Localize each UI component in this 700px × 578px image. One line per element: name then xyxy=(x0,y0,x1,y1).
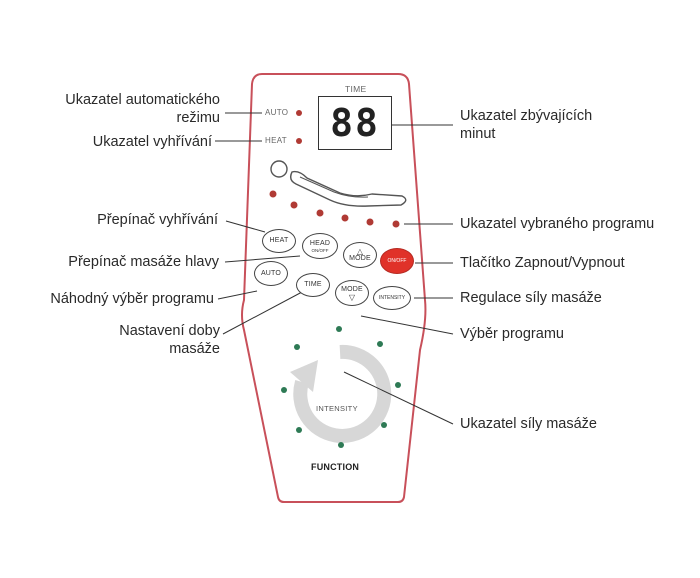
mode-down-button[interactable]: MODE ▽ xyxy=(335,280,369,306)
onoff-button-desc-label: Tlačítko Zapnout/Vypnout xyxy=(460,255,625,271)
mode-up-button[interactable]: △ MODE xyxy=(343,242,377,268)
auto-indicator-dot xyxy=(296,110,302,116)
massage-time-line1: Nastavení doby xyxy=(119,323,220,339)
mode-up-button-label: MODE xyxy=(349,254,371,262)
time-label: TIME xyxy=(345,84,367,94)
program-indicator-dots xyxy=(269,190,400,228)
head-button-label: HEAD xyxy=(309,239,331,247)
intensity-indicator-label: Ukazatel síly masáže xyxy=(460,416,597,432)
heat-indicator-label: HEAT xyxy=(265,136,287,145)
auto-mode-indicator-label: Ukazatel automatického režimu xyxy=(65,91,220,127)
intensity-label: INTENSITY xyxy=(316,404,358,413)
massage-time-label: Nastavení doby masáže xyxy=(119,322,220,358)
intensity-regulation-label: Regulace síly masáže xyxy=(460,290,602,306)
heat-indicator-dot xyxy=(296,138,302,144)
heat-button-label: HEAT xyxy=(269,237,289,244)
time-display: 88 xyxy=(318,96,392,150)
auto-button[interactable]: AUTO xyxy=(254,261,288,286)
auto-mode-indicator-line1: Ukazatel automatického xyxy=(65,92,220,108)
mode-down-arrow-icon: ▽ xyxy=(348,292,356,302)
onoff-button[interactable]: ON/OFF xyxy=(380,248,414,274)
selected-program-label: Ukazatel vybraného programu xyxy=(460,216,655,232)
time-button-label: TIME xyxy=(304,281,322,288)
heating-indicator-label: Ukazatel vyhřívání xyxy=(92,134,212,150)
time-display-value: 88 xyxy=(330,101,380,145)
time-button[interactable]: TIME xyxy=(296,273,330,297)
mode-down-button-label: MODE xyxy=(341,285,363,293)
intensity-arrow-icon xyxy=(293,344,392,443)
head-button[interactable]: HEAD ON/OFF xyxy=(302,233,338,259)
heat-button[interactable]: HEAT xyxy=(262,229,296,253)
random-program-label: Náhodný výběr programu xyxy=(50,291,214,307)
heater-circle-icon xyxy=(270,160,288,178)
function-label: FUNCTION xyxy=(311,462,360,472)
program-selection-label: Výběr programu xyxy=(460,326,564,342)
intensity-indicator-dots xyxy=(281,326,401,448)
onoff-button-label: ON/OFF xyxy=(387,257,407,264)
remaining-minutes-line1: Ukazatel zbývajících xyxy=(460,108,593,124)
auto-mode-indicator-line2: režimu xyxy=(176,110,220,126)
remaining-minutes-label: Ukazatel zbývajících minut xyxy=(460,107,592,143)
head-button-sublabel: ON/OFF xyxy=(311,247,329,253)
head-massage-switch-label: Přepínač masáže hlavy xyxy=(68,254,219,270)
mode-up-arrow-icon: △ xyxy=(356,246,364,256)
auto-indicator-label: AUTO xyxy=(265,108,289,117)
auto-button-label: AUTO xyxy=(260,269,282,277)
intensity-button-label: INTENSITY xyxy=(378,294,406,301)
body-shape-icon xyxy=(289,170,407,207)
intensity-button[interactable]: INTENSITY xyxy=(373,286,411,310)
heat-switch-label: Přepínač vyhřívání xyxy=(97,212,218,228)
leader-lines xyxy=(215,112,454,425)
massage-time-line2: masáže xyxy=(169,341,220,357)
remaining-minutes-line2: minut xyxy=(460,126,496,142)
